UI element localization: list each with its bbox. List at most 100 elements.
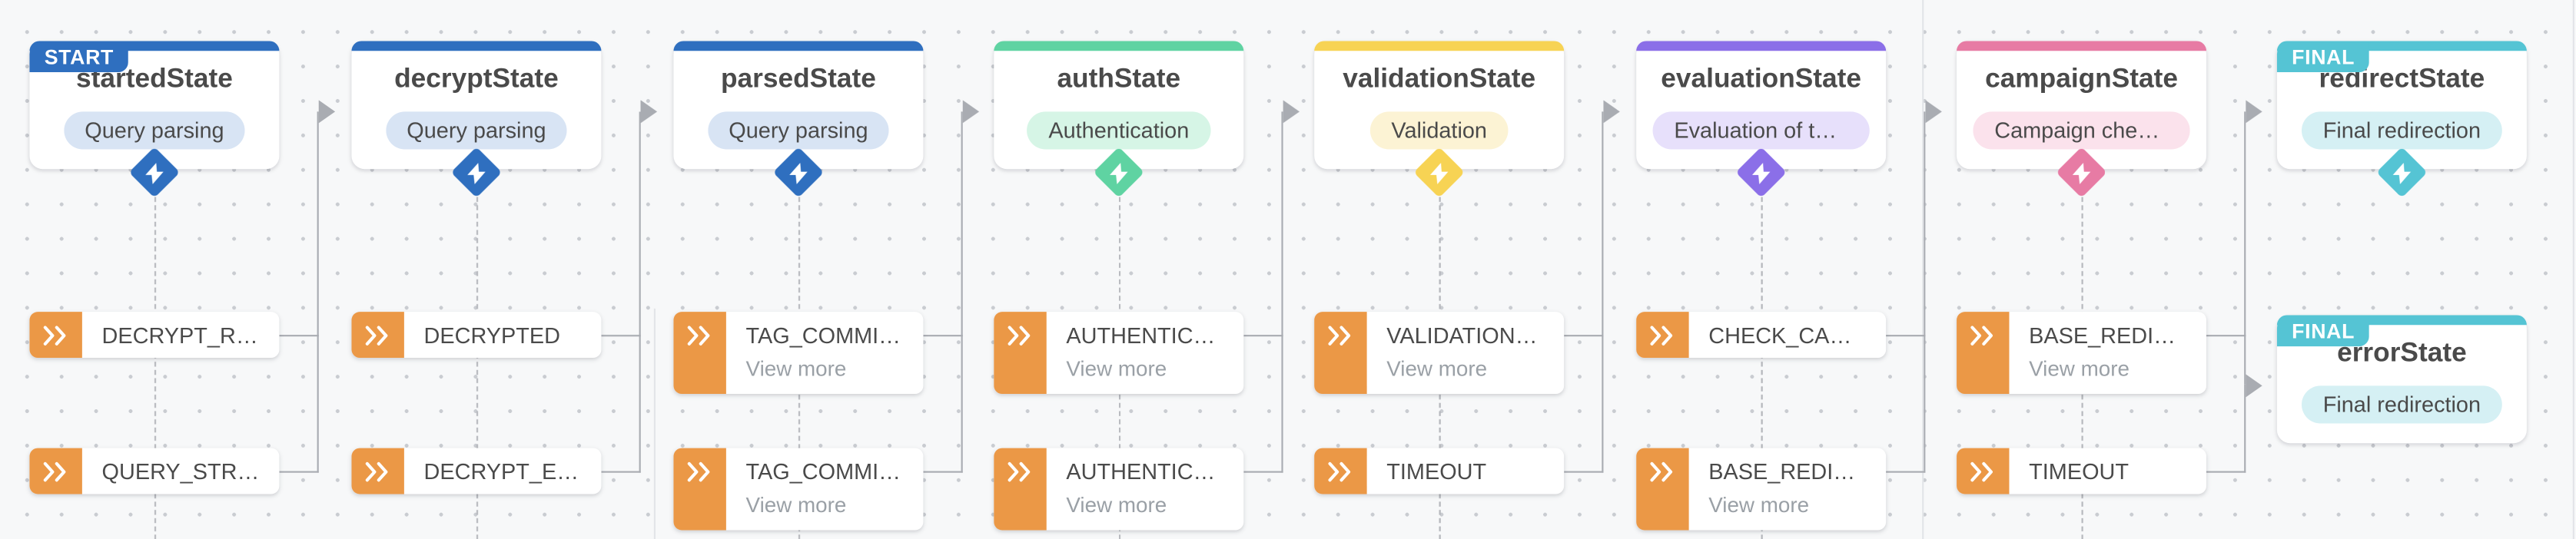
state-body: evaluationState Evaluation of the exit .…: [1636, 51, 1886, 169]
transition-card[interactable]: TAG_COMMISSIONED_... View more: [673, 312, 924, 395]
transition-content: TAG_COMMISSIONED_... View more: [726, 448, 924, 531]
transition-label: BASE_REDIRECT: [1708, 459, 1866, 484]
transition-card[interactable]: DECRYPT_REQUIRED: [29, 312, 280, 359]
edge-segment: [279, 335, 319, 337]
event-marker-diamond[interactable]: [772, 147, 825, 198]
transition-card[interactable]: BASE_REDIRECT View more: [1957, 312, 2207, 395]
event-drop-line: [1761, 188, 1763, 539]
view-more-link[interactable]: View more: [2029, 355, 2130, 381]
transition-card[interactable]: CHECK_CAMPAIGN: [1636, 312, 1887, 359]
state-body: campaignState Campaign checking: [1957, 51, 2206, 169]
event-drop-line: [476, 188, 479, 539]
edge-segment: [639, 111, 642, 337]
transition-content: BASE_REDIRECT View more: [2009, 312, 2206, 394]
transition-label: CHECK_CAMPAIGN: [1708, 323, 1866, 349]
transition-card[interactable]: AUTHENTICATION_KO View more: [994, 448, 1244, 531]
event-marker-diamond[interactable]: [1735, 147, 1787, 198]
double-chevron-right-icon: [1970, 461, 1993, 482]
transition-content: DECRYPT_REQUIRED: [82, 312, 280, 358]
transition-card[interactable]: DECRYPTED: [351, 312, 602, 359]
state-body: validationState Validation: [1314, 51, 1564, 169]
view-more-link[interactable]: View more: [745, 492, 847, 518]
event-marker-diamond[interactable]: [2376, 147, 2428, 198]
double-chevron-right-icon: [365, 461, 388, 482]
transition-card[interactable]: AUTHENTICATION_OK View more: [994, 312, 1244, 395]
transition-icon-wrap: [1314, 448, 1367, 494]
lightning-bolt-icon: [467, 161, 486, 184]
edge-segment: [317, 111, 320, 337]
edge-segment: [961, 111, 964, 337]
event-marker-diamond[interactable]: [1093, 147, 1145, 198]
state-title: validationState: [1343, 64, 1536, 94]
transition-label: TAG_COMMISSIONED_...: [745, 323, 904, 349]
state-body: errorState Final redirection: [2277, 325, 2527, 443]
event-marker-diamond[interactable]: [450, 147, 503, 198]
edge-segment: [923, 335, 963, 337]
transition-card[interactable]: QUERY_STRING_PARS...: [29, 448, 280, 494]
state-body: redirectState Final redirection: [2277, 51, 2527, 169]
transition-content: AUTHENTICATION_KO View more: [1047, 448, 1244, 531]
edge-segment: [961, 335, 964, 473]
view-more-link[interactable]: View more: [1386, 355, 1488, 381]
view-more-link[interactable]: View more: [1066, 355, 1167, 381]
transition-content: VALIDATION_OK View more: [1367, 312, 1565, 394]
view-more-link[interactable]: View more: [1066, 492, 1167, 518]
view-more-link[interactable]: View more: [1708, 492, 1810, 518]
state-title: evaluationState: [1661, 64, 1862, 94]
state-node-decryptstate[interactable]: decryptState Query parsing: [351, 41, 602, 170]
arrow-right-icon: [640, 100, 658, 124]
edge-segment: [1281, 111, 1284, 337]
double-chevron-right-icon: [1970, 326, 1993, 346]
transition-content: TIMEOUT: [1367, 448, 1565, 494]
state-accent-bar: [1957, 41, 2207, 51]
transition-icon-wrap: [351, 312, 404, 359]
transition-card[interactable]: BASE_REDIRECT View more: [1636, 448, 1887, 531]
transition-label: BASE_REDIRECT: [2029, 323, 2186, 349]
state-badge-final: FINAL: [2276, 41, 2370, 73]
lightning-bolt-icon: [2072, 161, 2091, 184]
transition-icon-wrap: [1314, 312, 1367, 395]
transition-card[interactable]: DECRYPT_ERROR: [351, 448, 602, 494]
state-body: parsedState Query parsing: [673, 51, 923, 169]
lane-separator: [653, 308, 656, 539]
transition-icon-wrap: [673, 448, 726, 531]
state-accent-bar: [351, 41, 602, 51]
state-chip: Query parsing: [707, 111, 890, 150]
transition-card[interactable]: TIMEOUT: [1957, 448, 2207, 494]
transition-icon-wrap: [994, 312, 1047, 395]
state-title: decryptState: [394, 64, 559, 94]
edge-segment: [2244, 111, 2246, 337]
event-marker-diamond[interactable]: [2056, 147, 2107, 198]
edge-segment: [1243, 335, 1283, 337]
transition-content: TIMEOUT: [2009, 448, 2206, 494]
edge-segment: [1924, 335, 1927, 473]
state-accent-bar: [994, 41, 1244, 51]
view-more-link[interactable]: View more: [745, 355, 847, 381]
state-node-authstate[interactable]: authState Authentication: [994, 41, 1244, 170]
state-chip: Query parsing: [385, 111, 568, 150]
transition-card[interactable]: TAG_COMMISSIONED_... View more: [673, 448, 924, 531]
transition-icon-wrap: [1957, 312, 2010, 395]
state-node-errorstate[interactable]: FINAL errorState Final redirection: [2276, 315, 2527, 444]
edge-segment: [601, 335, 641, 337]
edge-segment: [1924, 111, 1927, 337]
transition-content: DECRYPT_ERROR: [404, 448, 602, 494]
edge-segment: [1564, 471, 1604, 474]
transition-content: TAG_COMMISSIONED_... View more: [726, 312, 924, 394]
lightning-bolt-icon: [789, 161, 808, 184]
state-node-evaluationstate[interactable]: evaluationState Evaluation of the exit .…: [1636, 41, 1887, 170]
transition-content: AUTHENTICATION_OK View more: [1047, 312, 1244, 394]
edge-segment: [1886, 471, 1926, 474]
transition-card[interactable]: TIMEOUT: [1314, 448, 1565, 494]
transition-label: AUTHENTICATION_KO: [1066, 459, 1224, 484]
transition-card[interactable]: VALIDATION_OK View more: [1314, 312, 1565, 395]
transition-label: DECRYPT_ERROR: [423, 459, 582, 484]
edge-segment: [317, 335, 320, 473]
double-chevron-right-icon: [687, 326, 710, 346]
state-node-redirectstate[interactable]: FINAL redirectState Final redirection: [2276, 41, 2527, 170]
lightning-bolt-icon: [145, 161, 164, 184]
state-badge-start: START: [29, 41, 129, 73]
event-marker-diamond[interactable]: [128, 147, 181, 198]
event-marker-diamond[interactable]: [1413, 147, 1465, 198]
